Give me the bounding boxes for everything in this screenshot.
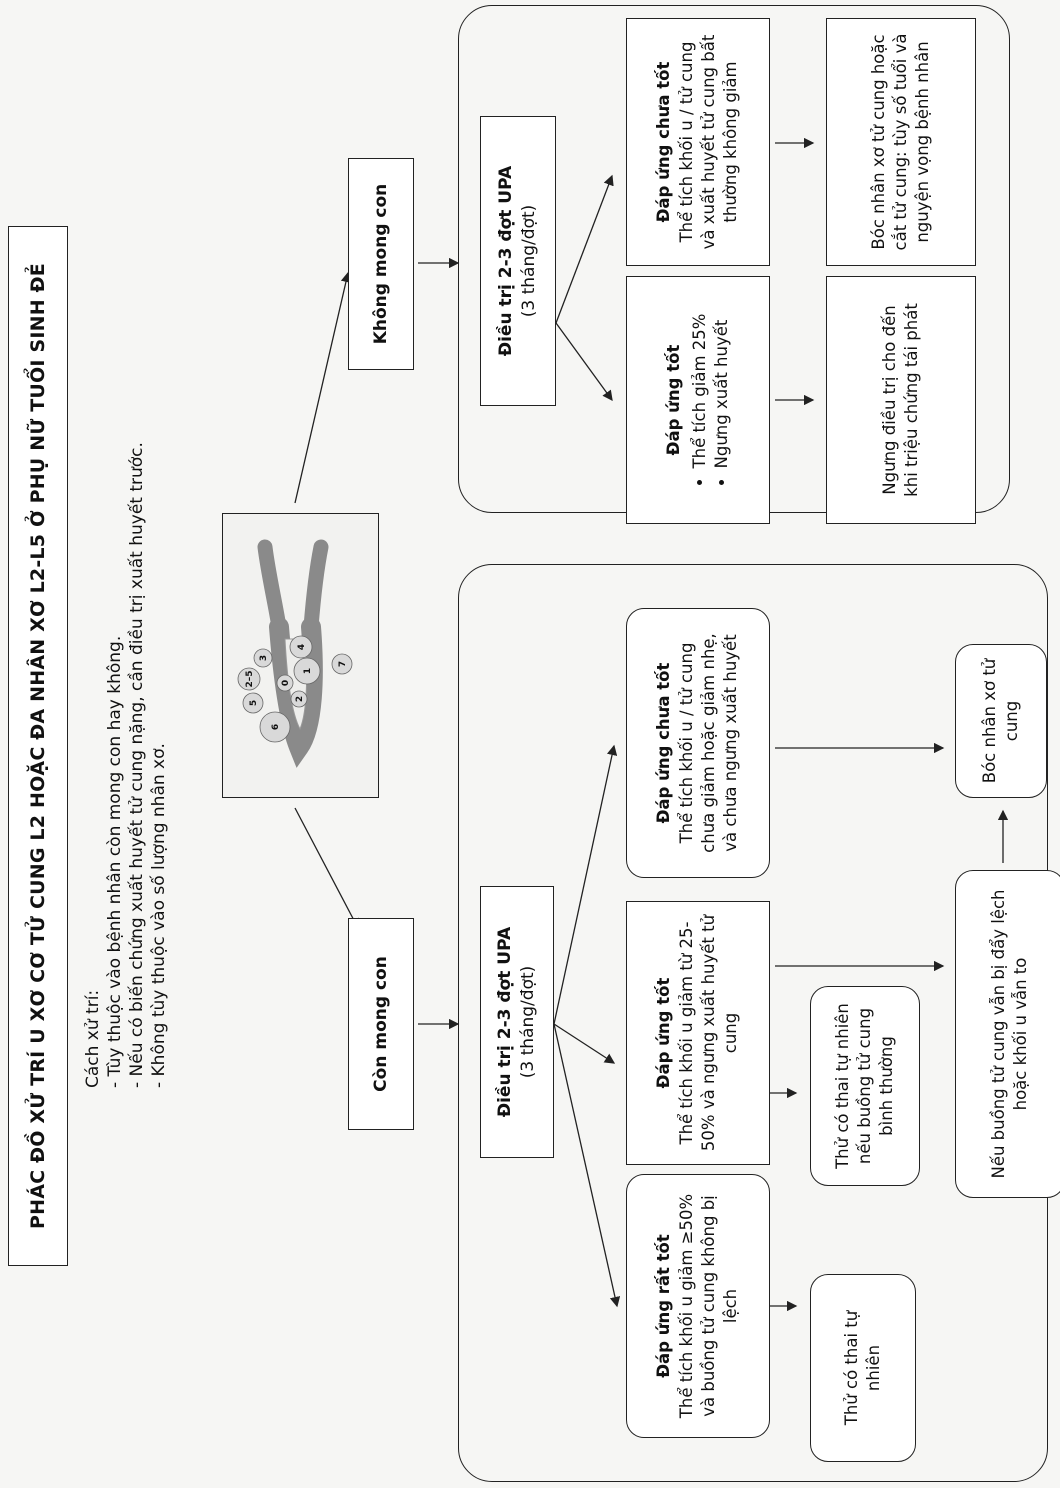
page-title: PHÁC ĐỒ XỬ TRÍ U XƠ CƠ TỬ CUNG L2 HOẶC Đ… bbox=[8, 226, 68, 1266]
arrow-left-treatment-to-good bbox=[553, 1023, 616, 1064]
natural-pregnancy-box: Thử có thai tự nhiên bbox=[810, 1274, 916, 1462]
conditional-pregnancy-text: Thử có thai tự nhiên nếu buồng tử cung b… bbox=[832, 1003, 897, 1169]
right-branch-label: Không mong con bbox=[348, 158, 414, 370]
right-good-response-bullet: Ngưng xuất huyết bbox=[711, 314, 733, 469]
myomectomy-box: Bóc nhân xơ tử cung bbox=[955, 644, 1047, 798]
left-branch-label: Còn mong con bbox=[348, 918, 414, 1130]
arrow-right-treatment-to-good bbox=[555, 322, 613, 402]
fibroid-label: 3 bbox=[259, 655, 269, 661]
poor-response-box: Đáp ứng chưa tốt Thể tích khối u / tử cu… bbox=[626, 608, 770, 878]
right-poor-response-box: Đáp ứng chưa tốt Thể tích khối u / tử cu… bbox=[626, 18, 770, 266]
very-good-response-box: Đáp ứng rất tốt Thể tích khối u giảm ≥50… bbox=[626, 1174, 770, 1438]
stop-treatment-text: Ngưng điều trị cho đến khi triệu chứng t… bbox=[879, 303, 921, 497]
left-treatment-sub: (3 tháng/đợt) bbox=[518, 965, 538, 1079]
fibroid-label: 0 bbox=[281, 680, 291, 686]
right-treatment-title: Điều trị 2-3 đợt UPA bbox=[496, 165, 517, 357]
good-response-box: Đáp ứng tốt Thể tích khối u giảm từ 25-5… bbox=[626, 901, 770, 1165]
notes-item: - Không tùy thuộc vào số lượng nhân xơ. bbox=[149, 743, 169, 1088]
right-branch-label-text: Không mong con bbox=[370, 183, 391, 345]
arrow-left-treatment-to-very-good bbox=[553, 1023, 621, 1308]
fibroid-label: 1 bbox=[303, 668, 313, 674]
fibroid-label: 2–5 bbox=[245, 670, 255, 687]
arrow-image-to-right-label bbox=[294, 271, 352, 504]
conditional-surgery-text: Nếu buồng tử cung vẫn bị đẩy lệch hoặc k… bbox=[988, 889, 1030, 1179]
left-branch-label-text: Còn mong con bbox=[370, 956, 391, 1092]
uterus-fibroid-figure: 6 5 2–5 3 4 1 2 0 7 bbox=[222, 513, 379, 798]
fibroid-label: 5 bbox=[249, 700, 259, 706]
stop-treatment-box: Ngưng điều trị cho đến khi triệu chứng t… bbox=[826, 276, 976, 524]
good-response-title: Đáp ứng tốt bbox=[654, 977, 674, 1089]
myomectomy-text: Bóc nhân xơ tử cung bbox=[979, 658, 1021, 784]
natural-pregnancy-text: Thử có thai tự nhiên bbox=[841, 1310, 883, 1426]
fibroid-label: 7 bbox=[338, 661, 348, 667]
fibroid-label: 4 bbox=[297, 644, 307, 650]
left-treatment-box: Điều trị 2-3 đợt UPA (3 tháng/đợt) bbox=[480, 886, 554, 1158]
right-poor-response-title: Đáp ứng chưa tốt bbox=[654, 61, 674, 223]
surgery-options-box: Bóc nhân xơ tử cung hoặc cắt tử cung: tù… bbox=[826, 18, 976, 266]
right-good-response-box: Đáp ứng tốt Thể tích giảm 25% Ngưng xuất… bbox=[626, 276, 770, 524]
good-response-text: Thể tích khối u giảm từ 25-50% và ngưng … bbox=[676, 914, 741, 1152]
right-treatment-sub: (3 tháng/đợt) bbox=[519, 204, 539, 318]
arrow-left-treatment-to-poor bbox=[553, 744, 618, 1025]
management-notes: Cách xử trí: - Tùy thuộc vào bệnh nhân c… bbox=[82, 442, 170, 1088]
arrow-image-to-left-label bbox=[294, 807, 359, 930]
surgery-options-text: Bóc nhân xơ tử cung hoặc cắt tử cung: tù… bbox=[868, 33, 933, 251]
notes-heading: Cách xử trí: bbox=[83, 989, 103, 1088]
conditional-pregnancy-box: Thử có thai tự nhiên nếu buồng tử cung b… bbox=[810, 986, 920, 1186]
right-good-response-bullet: Thể tích giảm 25% bbox=[689, 314, 711, 469]
poor-response-title: Đáp ứng chưa tốt bbox=[654, 662, 674, 824]
poor-response-text: Thể tích khối u / tử cung chưa giảm hoặc… bbox=[676, 633, 741, 853]
arrow-right-treatment-to-poor bbox=[555, 174, 614, 324]
very-good-response-title: Đáp ứng rất tốt bbox=[654, 1234, 674, 1378]
right-poor-response-text: Thể tích khối u / tử cung và xuất huyết … bbox=[676, 34, 741, 250]
fibroid-locations-illustration: 6 5 2–5 3 4 1 2 0 7 bbox=[237, 539, 353, 768]
fibroid-label: 2 bbox=[295, 696, 305, 702]
notes-item: - Nếu có biến chứng xuất huyết tử cung n… bbox=[127, 442, 147, 1088]
notes-item: - Tùy thuộc vào bệnh nhân còn mong con h… bbox=[105, 635, 125, 1088]
very-good-response-text: Thể tích khối u giảm ≥50% và buồng tử cu… bbox=[676, 1193, 741, 1419]
right-treatment-box: Điều trị 2-3 đợt UPA (3 tháng/đợt) bbox=[480, 116, 556, 406]
left-treatment-title: Điều trị 2-3 đợt UPA bbox=[495, 926, 516, 1118]
fibroid-label: 6 bbox=[271, 724, 281, 730]
conditional-surgery-box: Nếu buồng tử cung vẫn bị đẩy lệch hoặc k… bbox=[955, 870, 1060, 1198]
right-good-response-title: Đáp ứng tốt bbox=[663, 344, 683, 456]
